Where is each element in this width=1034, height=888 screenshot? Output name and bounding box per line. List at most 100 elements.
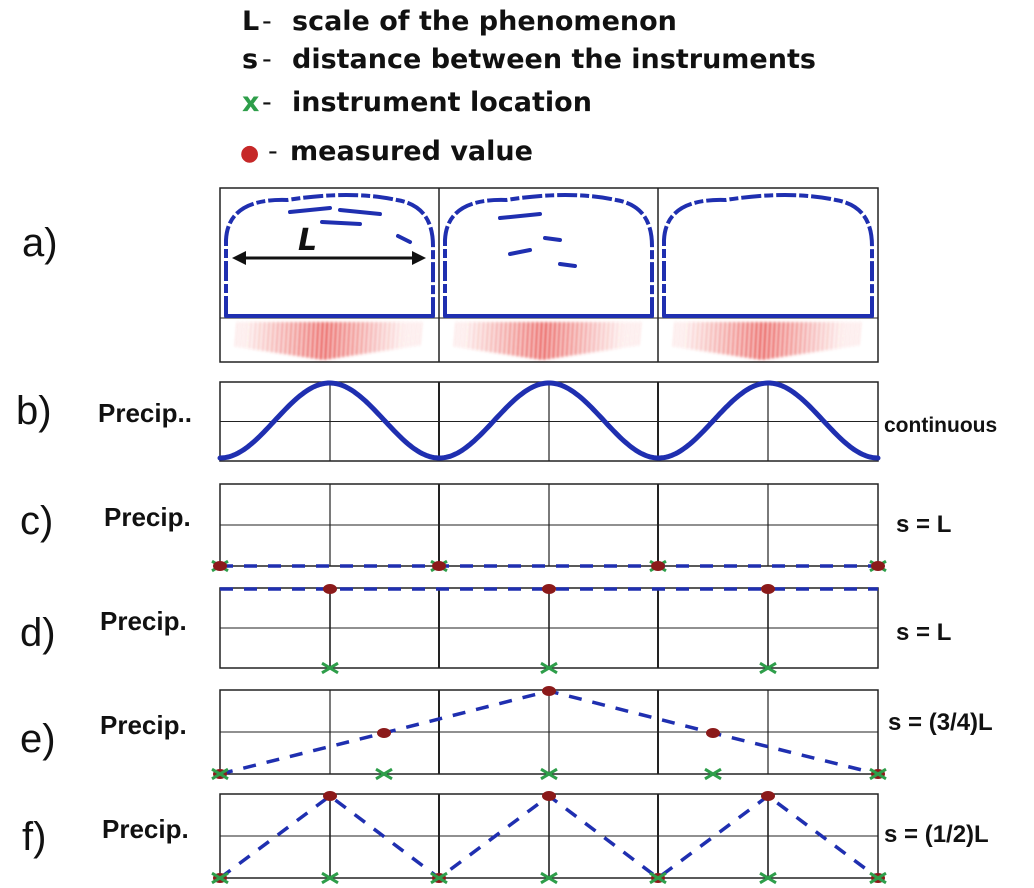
rain-streak [726,321,732,355]
panel-c-right-label: s = L [896,511,951,538]
measured-value-dot [871,561,885,571]
rain-streak [852,321,857,347]
arrow-right-icon [412,251,426,265]
rain-streak [332,321,338,359]
rain-streak [547,321,553,360]
legend: L - scale of the phenomenon s - distance… [240,6,816,167]
rain-streak [789,321,794,356]
rain-streak [467,321,472,349]
arrow-left-icon [232,251,246,265]
rain-streak [489,321,495,353]
cloud-texture-dash [396,234,412,244]
cloud-texture-dash [338,208,382,216]
measured-value-dot [706,728,720,738]
continuous-precip-curve [217,380,881,461]
rain-streak [686,321,691,349]
rain-streak [417,321,423,346]
instrument-x-icon [704,767,722,781]
panel-c-series [211,559,887,573]
rain-streak [453,321,459,347]
legend-text-measured: measured value [290,136,533,167]
rain-streak [856,321,862,346]
legend-separator: - [262,6,272,37]
rain-streak [592,321,597,353]
rain-streak [565,321,570,357]
rain-streak [292,321,298,356]
panel-e-right-label: s = (3/4)L [888,709,993,736]
rain-streak [583,321,588,354]
rain-streak [243,321,249,349]
panel-c-ylabel: Precip. [104,502,191,532]
measured-value-dot [323,584,337,594]
rain-streak [690,321,696,350]
rain-streak [551,321,557,359]
rain-streak [248,321,253,349]
instrument-x-icon [649,871,667,885]
rain-streak [279,321,284,354]
instrument-x-icon [321,871,339,885]
rain-streak [542,321,548,360]
rain-streak [843,321,848,348]
legend-symbol-x: x [242,87,259,118]
rain-streak [757,321,763,360]
rain-streak [386,321,392,351]
instrument-x-icon [375,767,393,781]
rain-streak [771,321,777,359]
rain-streak [807,321,812,354]
rain-streak [740,321,745,357]
panel-b: b) Precip.. continuous [16,380,997,462]
panel-label-e: e) [20,717,56,761]
rain-streak [632,321,637,347]
measured-value-dot [761,791,775,801]
cloud-texture-dash [558,262,577,268]
rain-streak [793,321,799,356]
instrument-x-icon [869,767,887,781]
rain-streak [816,321,821,352]
rain-streak [364,321,369,354]
rain-streak [609,321,615,350]
instrument-x-icon [540,767,558,781]
rain-streak [480,321,486,351]
rain-shaft [453,321,642,360]
rain-streak [753,321,759,360]
rain-streak [627,321,633,347]
rain-streak [399,321,405,349]
legend-symbol-L: L [242,6,259,37]
rain-shaft [672,321,862,360]
panel-e-ylabel: Precip. [100,710,187,740]
instrument-x-icon [759,871,777,885]
cloud-outline [443,193,654,318]
rain-streak [257,321,262,351]
rain-streak [283,321,289,355]
panel-e-grid [220,690,878,774]
scale-label-L: L [298,223,317,258]
rain-streak [677,321,682,348]
rain-streak [525,321,530,358]
rain-streak [780,321,786,358]
rain-streak [368,321,374,354]
rain-streak [838,321,844,349]
rain-streak [288,321,293,355]
panel-c: c) Precip. s = L [20,483,951,573]
rain-streak [234,321,240,347]
rain-streak [520,321,526,357]
cloud-outline [662,193,874,318]
rain-streak [569,321,575,356]
rain-streak [493,321,499,353]
panel-b-right-label: continuous [884,414,997,437]
rain-streak [252,321,258,350]
measured-value-dot [542,584,556,594]
rain-streak [708,321,714,353]
rain-streak [534,321,539,360]
panel-d-right-label: s = L [896,619,951,646]
rain-streak [350,321,356,356]
rain-streak [587,321,593,354]
rain-streak [274,321,280,353]
panel-label-b: b) [16,389,52,433]
rain-streak [825,321,830,351]
rain-streak [538,321,544,360]
rain-streak [600,321,606,351]
panel-a-frame [219,187,879,363]
rain-streak [556,321,561,358]
legend-text-instrument: instrument location [292,87,592,118]
